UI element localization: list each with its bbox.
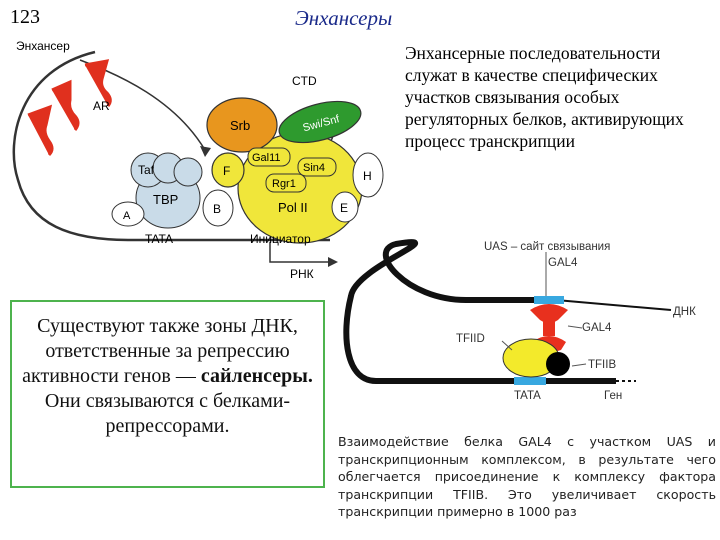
- tfiib-protein: [546, 352, 570, 376]
- label-gal11: Gal11: [252, 152, 281, 164]
- silencer-text-after: Они связываются с белками-репрессорами.: [44, 390, 291, 437]
- tfiib-pointer: [571, 363, 587, 367]
- tf-h: [352, 152, 384, 198]
- label-sin4: Sin4: [303, 162, 325, 174]
- gal11-box: [247, 147, 291, 167]
- label-gal4-top: GAL4: [548, 257, 578, 269]
- activator-shape-2: [51, 79, 80, 131]
- rgr1-box: [265, 173, 307, 193]
- dna-loop: [12, 50, 330, 242]
- taf-circle-3: [173, 157, 203, 187]
- label-a: A: [123, 210, 131, 222]
- gal4-stem: [543, 320, 555, 336]
- label-gal4-mid: GAL4: [582, 322, 612, 334]
- label-tata: TATA: [145, 232, 173, 246]
- swi-snf-protein: [278, 100, 362, 144]
- slide-title: Энхансеры: [295, 6, 393, 30]
- label-tbp: TBP: [153, 192, 178, 207]
- label-taf: Taf: [138, 163, 155, 177]
- tf-a: [111, 201, 145, 227]
- label-pol2: Pol II: [278, 200, 308, 215]
- tfiid-pointer: [501, 340, 513, 351]
- arrowhead: [200, 146, 211, 157]
- enhancer-diagram: Энхансер AR CTD Srb Swi/Snf Taf TBP F Ga…: [12, 39, 384, 281]
- tf-e: [331, 191, 359, 223]
- srb-protein: [206, 97, 278, 153]
- slide-number: 123: [10, 6, 40, 28]
- tf-f: [211, 152, 245, 188]
- dna-pointer: [555, 299, 672, 311]
- label-tfiid: TFIID: [456, 333, 485, 345]
- label-tfiib: TFIIB: [588, 359, 616, 371]
- label-srb: Srb: [230, 118, 250, 133]
- activator-shape-1: [27, 104, 54, 157]
- activator-shape-3: [84, 59, 112, 107]
- label-dnk: ДНК: [673, 306, 696, 318]
- label-gene: Ген: [604, 390, 622, 402]
- intro-paragraph: Энхансерные последовательности служат в …: [405, 43, 684, 151]
- label-enhancer: Энхансер: [16, 39, 70, 53]
- label-b: B: [213, 202, 221, 216]
- tf-b: [202, 189, 234, 227]
- label-h: H: [363, 169, 372, 183]
- label-rgr1: Rgr1: [272, 178, 296, 190]
- rna-arrowhead: [328, 257, 338, 267]
- label-ar: AR: [93, 99, 110, 113]
- silencer-text-before: Существуют также зоны ДНК, ответственные…: [22, 315, 298, 387]
- gal4-pointer: [567, 325, 583, 329]
- rna-arrow-line: [269, 242, 330, 263]
- label-uas: UAS – сайт связывания: [484, 241, 610, 253]
- tata-site: [514, 377, 546, 385]
- gal4-diagram: UAS – сайт связывания GAL4 ДНК GAL4 TFII…: [343, 239, 696, 402]
- sin4-box: [297, 157, 337, 177]
- label-tata-right: TATA: [514, 390, 541, 402]
- silencer-term: сайленсеры.: [200, 365, 313, 387]
- dna-loop-right: [343, 239, 616, 384]
- gal4-protein-top: [530, 304, 568, 323]
- label-initiator: Инициатор: [250, 232, 311, 246]
- figure-caption: Взаимодействие белка GAL4 с участком UAS…: [338, 434, 716, 519]
- label-rnk: РНК: [290, 267, 314, 281]
- silencer-textbox: Существуют также зоны ДНК, ответственные…: [10, 300, 325, 488]
- label-f: F: [223, 164, 230, 178]
- label-ctd: CTD: [292, 74, 317, 88]
- label-e: E: [340, 201, 348, 215]
- uas-site: [534, 296, 564, 304]
